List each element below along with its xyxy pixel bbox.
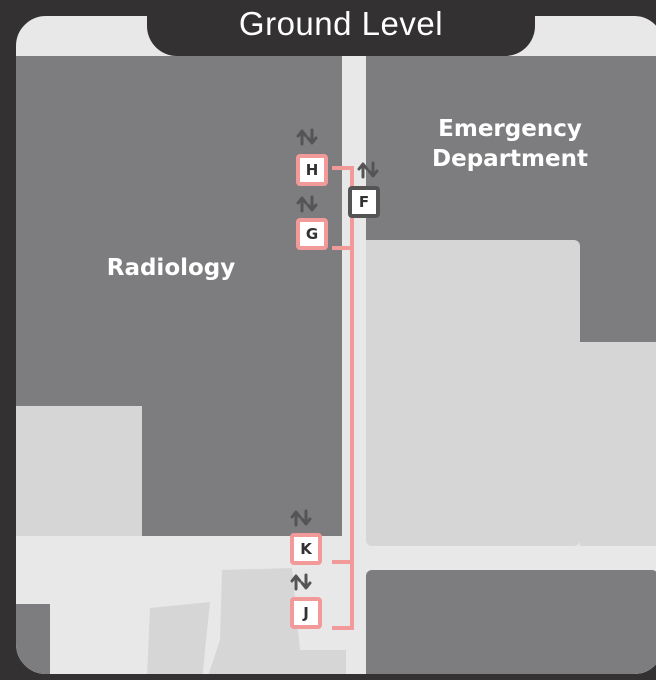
emergency-label-line2: Department <box>432 146 588 172</box>
floor-title: Ground Level <box>238 5 444 42</box>
floor-map[interactable] <box>10 10 656 680</box>
floor-title-tab: Ground Level <box>147 0 535 56</box>
building-south-east <box>366 570 656 674</box>
building-central-east <box>366 240 580 546</box>
radiology-label: Radiology <box>106 255 236 281</box>
emergency-label-line1: Emergency <box>438 116 582 142</box>
elevator-k-marker[interactable]: K <box>290 533 322 565</box>
emergency-department-label: Emergency Department <box>418 114 602 174</box>
elevator-j-marker[interactable]: J <box>290 597 322 629</box>
elevator-g-marker[interactable]: G <box>296 218 328 250</box>
elevator-f-marker[interactable]: F <box>348 186 380 218</box>
building-east-wing <box>580 342 656 546</box>
south-structures <box>147 568 346 674</box>
building-annex-west <box>16 406 142 536</box>
building-south-west <box>16 604 50 674</box>
route-path <box>332 166 354 630</box>
elevator-h-marker[interactable]: H <box>296 154 328 186</box>
